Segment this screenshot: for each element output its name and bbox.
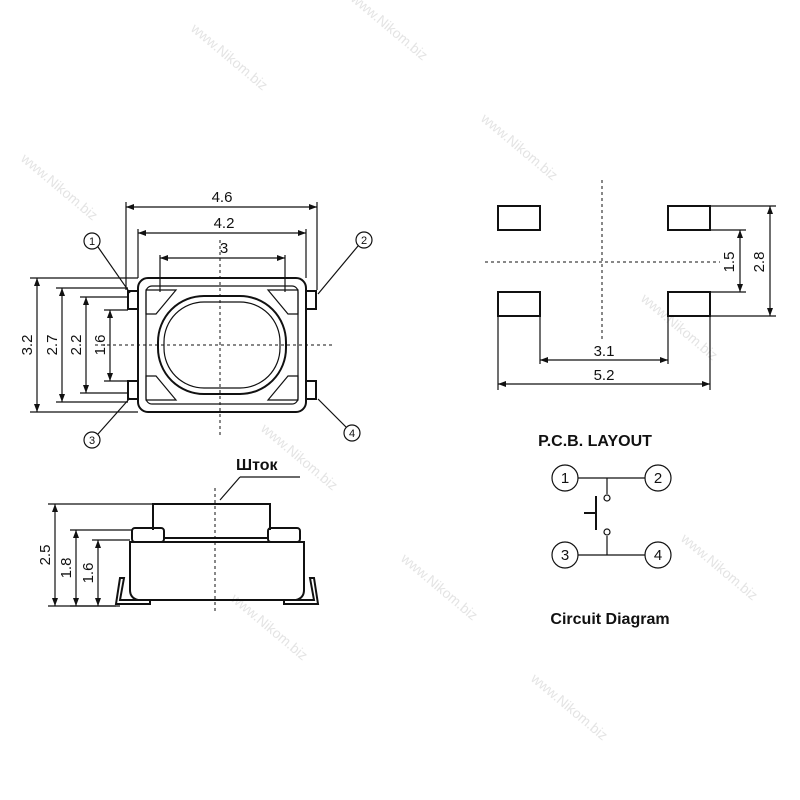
dim-inner-width: 4.2 [214,215,235,232]
pad-3 [497,291,541,317]
dim-outer-width: 4.6 [212,189,233,206]
side-view: Шток 2.5 1.8 1.6 [37,457,320,612]
stem-label: Шток [236,457,278,474]
dim-button-width: 3 [220,240,228,257]
watermark-layer: www.Nikom.biz www.Nikom.biz www.Nikom.bi… [17,0,761,743]
dim-pad-pitch: 1.5 [721,252,738,273]
dim-button-height: 1.6 [92,335,109,356]
lead-3 [127,380,139,400]
watermark: www.Nikom.biz [397,549,481,623]
lead-4 [305,380,317,400]
watermark: www.Nikom.biz [527,669,611,743]
dim-total-height-pcb: 2.8 [751,252,768,273]
circuit-diagram: 1 2 3 4 Circuit Diagram [550,464,672,628]
pin-label-3: 3 [89,435,95,447]
dim-total-height: 2.5 [37,545,54,566]
pin-label-4: 4 [349,428,355,440]
pcb-layout-title: P.C.B. LAYOUT [538,433,652,450]
circuit-pin-1: 1 [561,470,569,487]
pin-label-2: 2 [361,235,367,247]
circuit-pin-2: 2 [654,470,662,487]
stem [152,503,271,530]
side-body [129,541,305,601]
watermark: www.Nikom.biz [187,19,271,93]
dim-height-mid: 2.7 [44,335,61,356]
dim-outer-span: 5.2 [594,367,615,384]
pad-1 [497,205,541,231]
pcb-layout: 3.1 5.2 1.5 2.8 P.C.B. LAYOUT [485,180,776,450]
watermark: www.Nikom.biz [477,109,561,183]
dim-height-inner: 2.2 [68,335,85,356]
dim-outer-height: 3.2 [19,335,36,356]
watermark: www.Nikom.biz [677,529,761,603]
watermark: www.Nikom.biz [347,0,431,63]
lead-1 [127,290,139,310]
watermark: www.Nikom.biz [637,289,721,363]
circuit-pin-3: 3 [561,547,569,564]
circuit-pin-4: 4 [654,547,662,564]
dim-base-height: 1.6 [80,563,97,584]
watermark: www.Nikom.biz [17,149,101,223]
pad-4 [667,291,711,317]
dim-inner-span: 3.1 [594,343,615,360]
lead-2 [305,290,317,310]
pad-2 [667,205,711,231]
circuit-title: Circuit Diagram [550,611,669,628]
top-view: 4.6 4.2 3 3.2 [19,189,373,449]
dim-body-height: 1.8 [58,558,75,579]
pin-label-1: 1 [89,236,95,248]
